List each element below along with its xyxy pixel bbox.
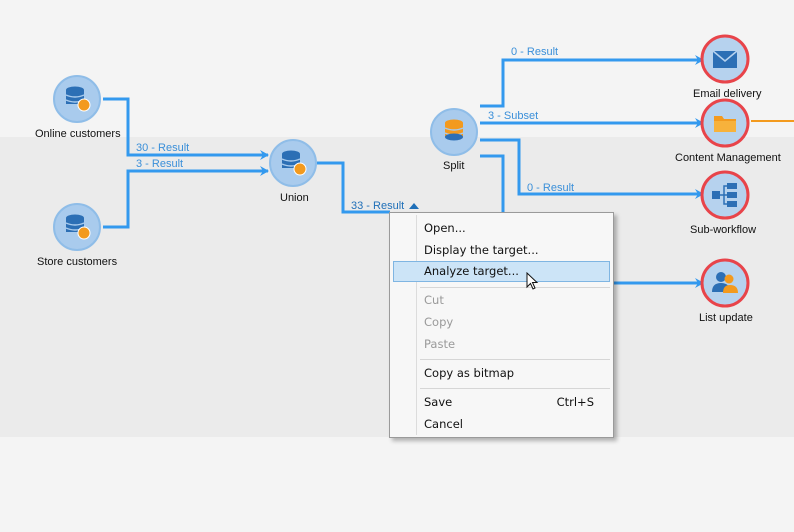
menu-item-copy-as-bitmap[interactable]: Copy as bitmap (424, 366, 515, 380)
online-customers-activity[interactable] (52, 74, 102, 124)
menu-item-save[interactable]: Save (424, 395, 453, 409)
transition-label-content[interactable]: 3 - Subset (488, 110, 539, 122)
wire-split-under-menu (480, 154, 505, 212)
split-icon (430, 108, 478, 156)
mouse-pointer-icon (526, 272, 539, 290)
menu-item-paste[interactable]: Paste (424, 337, 456, 351)
wire-store-to-union (103, 166, 269, 229)
content-management-activity[interactable] (700, 98, 750, 148)
save-shortcut: Ctrl+S (556, 395, 594, 409)
wire-split-email (480, 55, 704, 108)
online-customers-label: Online customers (35, 128, 121, 140)
sub-workflow-icon (700, 170, 750, 220)
context-menu: Open... Display the target... Analyze ta… (389, 212, 614, 438)
split-activity[interactable] (429, 107, 479, 157)
wire-online-to-union (103, 97, 269, 160)
content-management-label: Content Management (675, 152, 781, 164)
envelope-icon (700, 34, 750, 84)
menu-item-display-target[interactable]: Display the target... (424, 243, 539, 257)
menu-separator (420, 388, 610, 389)
menu-separator (420, 359, 610, 360)
database-query-icon (53, 203, 101, 251)
menu-separator (420, 287, 610, 288)
transition-label-union[interactable]: 33 - Result (351, 200, 405, 212)
transition-label-email[interactable]: 0 - Result (511, 46, 559, 58)
store-customers-activity[interactable] (52, 202, 102, 252)
split-label: Split (443, 160, 465, 172)
menu-item-open[interactable]: Open... (424, 221, 466, 235)
users-icon (700, 258, 750, 308)
sub-workflow-activity[interactable] (700, 170, 750, 220)
database-query-icon (53, 75, 101, 123)
menu-hover-highlight (393, 261, 610, 282)
list-update-activity[interactable] (700, 258, 750, 308)
email-delivery-label: Email delivery (693, 88, 762, 100)
transition-handle (409, 203, 419, 209)
sub-workflow-label: Sub-workflow (690, 224, 757, 236)
menu-item-cut[interactable]: Cut (424, 293, 444, 307)
menu-gutter (416, 215, 417, 435)
union-label: Union (280, 192, 309, 204)
email-delivery-activity[interactable] (700, 34, 750, 84)
menu-item-analyze-target[interactable]: Analyze target... (424, 264, 519, 278)
folder-icon (700, 98, 750, 148)
union-icon (269, 139, 317, 187)
transition-label-store[interactable]: 3 - Result (136, 158, 184, 170)
wire-split-subworkflow (480, 138, 704, 199)
transition-label-subworkflow[interactable]: 0 - Result (527, 182, 575, 194)
transition-label-online[interactable]: 30 - Result (136, 142, 190, 154)
list-update-label: List update (699, 312, 753, 324)
menu-item-cancel[interactable]: Cancel (424, 417, 463, 431)
menu-item-copy[interactable]: Copy (424, 315, 454, 329)
store-customers-label: Store customers (37, 256, 118, 268)
wire-union-out (317, 161, 390, 214)
union-activity[interactable] (268, 138, 318, 188)
